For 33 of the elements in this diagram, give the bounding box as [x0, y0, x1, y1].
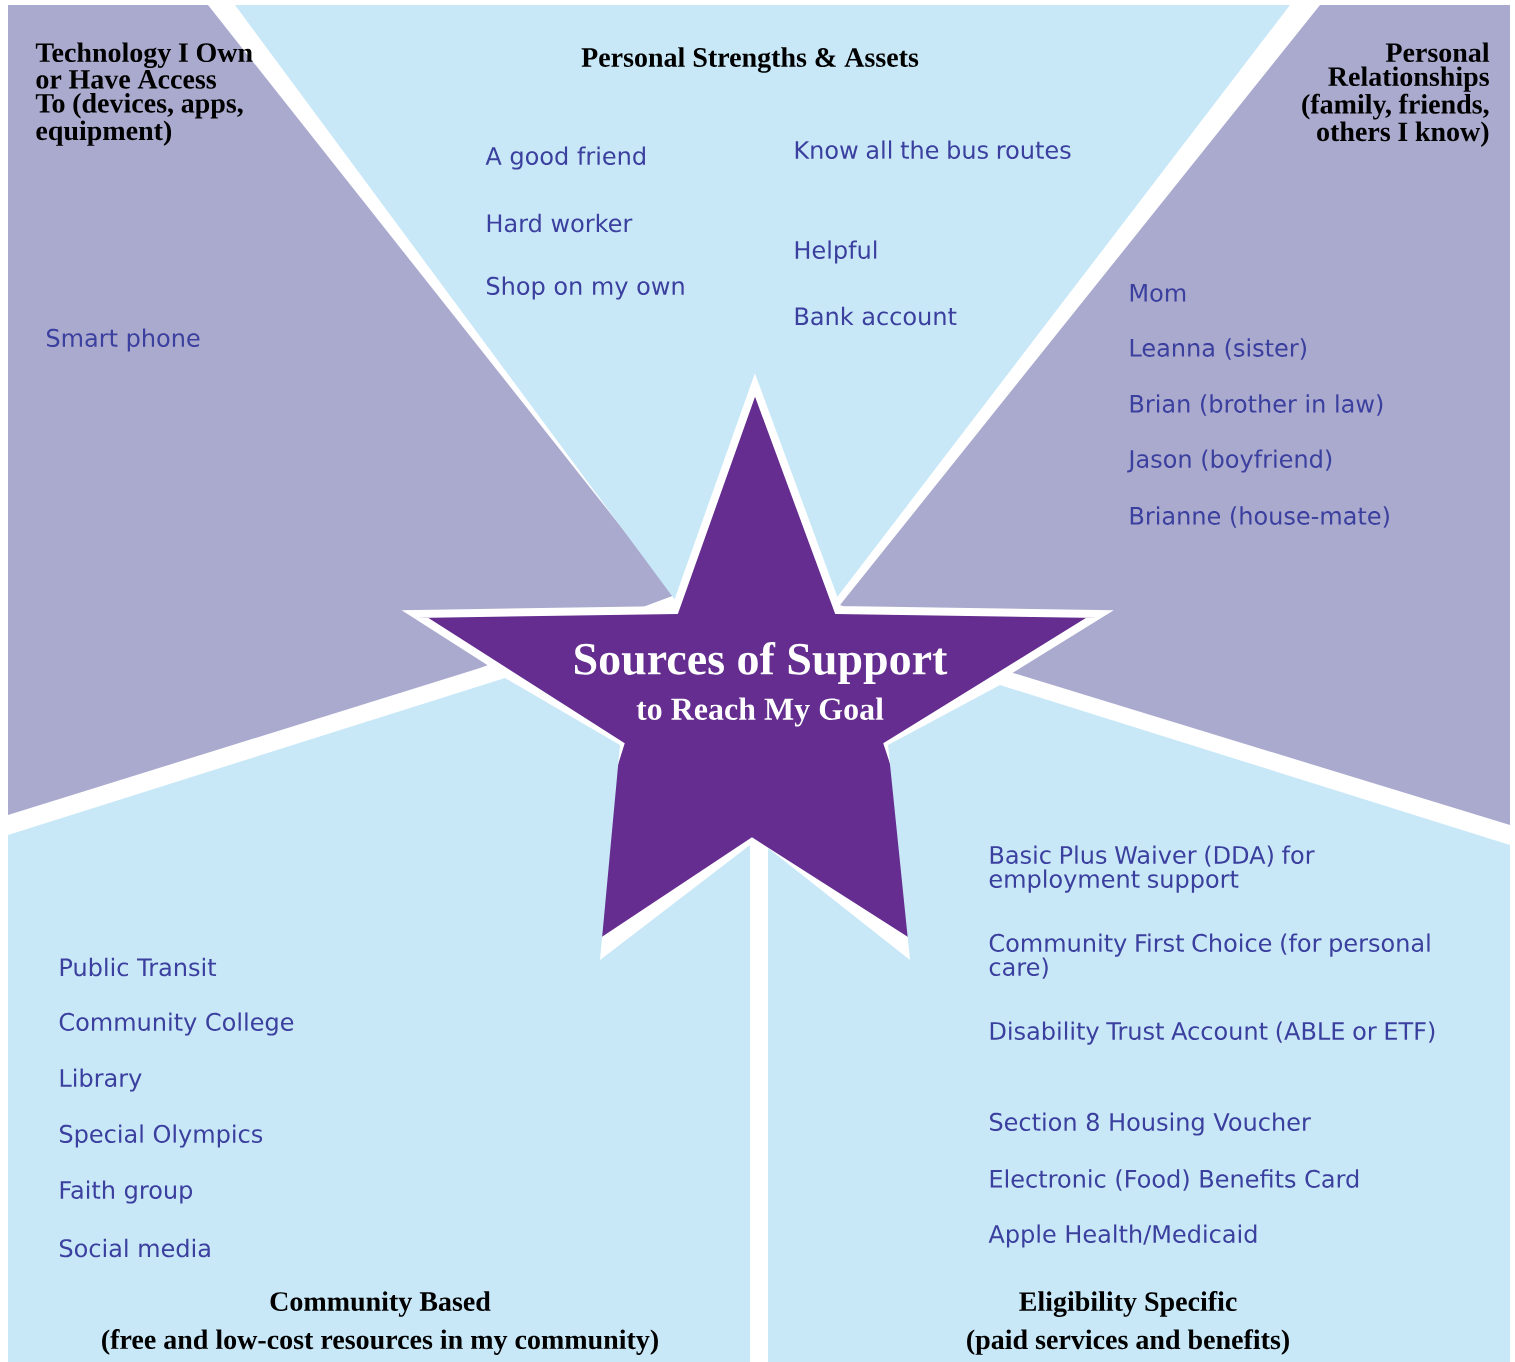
heading: Technology I Own or Have Access To (devices, apps, equipment): [35, 42, 253, 146]
list-item: Smart phone: [46, 328, 200, 352]
list-item: Leanna (sister): [1130, 338, 1306, 360]
list-item: Special Olympics: [59, 1124, 263, 1148]
list-item: Know all the bus routes: [795, 140, 1071, 159]
list-item: Electronic (Food) Benefits Card: [990, 1169, 1359, 1191]
list-item: Mom: [1130, 284, 1186, 302]
star-title: Sources of Support: [575, 641, 948, 685]
heading: Eligibility Specific: [1019, 1291, 1237, 1317]
heading: Personal Relationships (family, friends, others I know): [1302, 42, 1490, 147]
list-item: Section 8 Housing Voucher: [990, 1112, 1311, 1136]
list-item: Faith group: [60, 1180, 193, 1204]
list-item: Community First Choice (for personal care): [989, 933, 1430, 979]
heading: (free and low-cost resources in my community): [102, 1329, 658, 1355]
heading: (paid services and benefits): [967, 1329, 1289, 1355]
list-item: Jason (boyfriend): [1127, 449, 1332, 473]
list-item: Public Transit: [60, 957, 217, 977]
list-item: Shop on my own: [487, 276, 684, 300]
list-item: Apple Health/Medicaid: [988, 1224, 1257, 1248]
list-item: Brianne (house-mate): [1130, 506, 1389, 528]
list-item: Library: [60, 1068, 142, 1092]
list-item: Hard worker: [487, 213, 633, 233]
list-item: Helpful: [795, 240, 877, 264]
list-item: Basic Plus Waiver (DDA) for employment support: [989, 845, 1315, 893]
list-item: Bank account: [795, 306, 957, 326]
star-subtitle: to Reach My Goal: [636, 697, 884, 727]
list-item: Disability Trust Account (ABLE or ETF): [990, 1021, 1435, 1045]
heading: Personal Strengths & Assets: [581, 47, 919, 73]
heading: Community Based: [270, 1291, 491, 1317]
list-item: A good friend: [485, 146, 645, 170]
list-item: Social media: [59, 1238, 210, 1258]
list-item: Community College: [59, 1012, 294, 1036]
list-item: Brian (brother in law): [1130, 394, 1383, 416]
